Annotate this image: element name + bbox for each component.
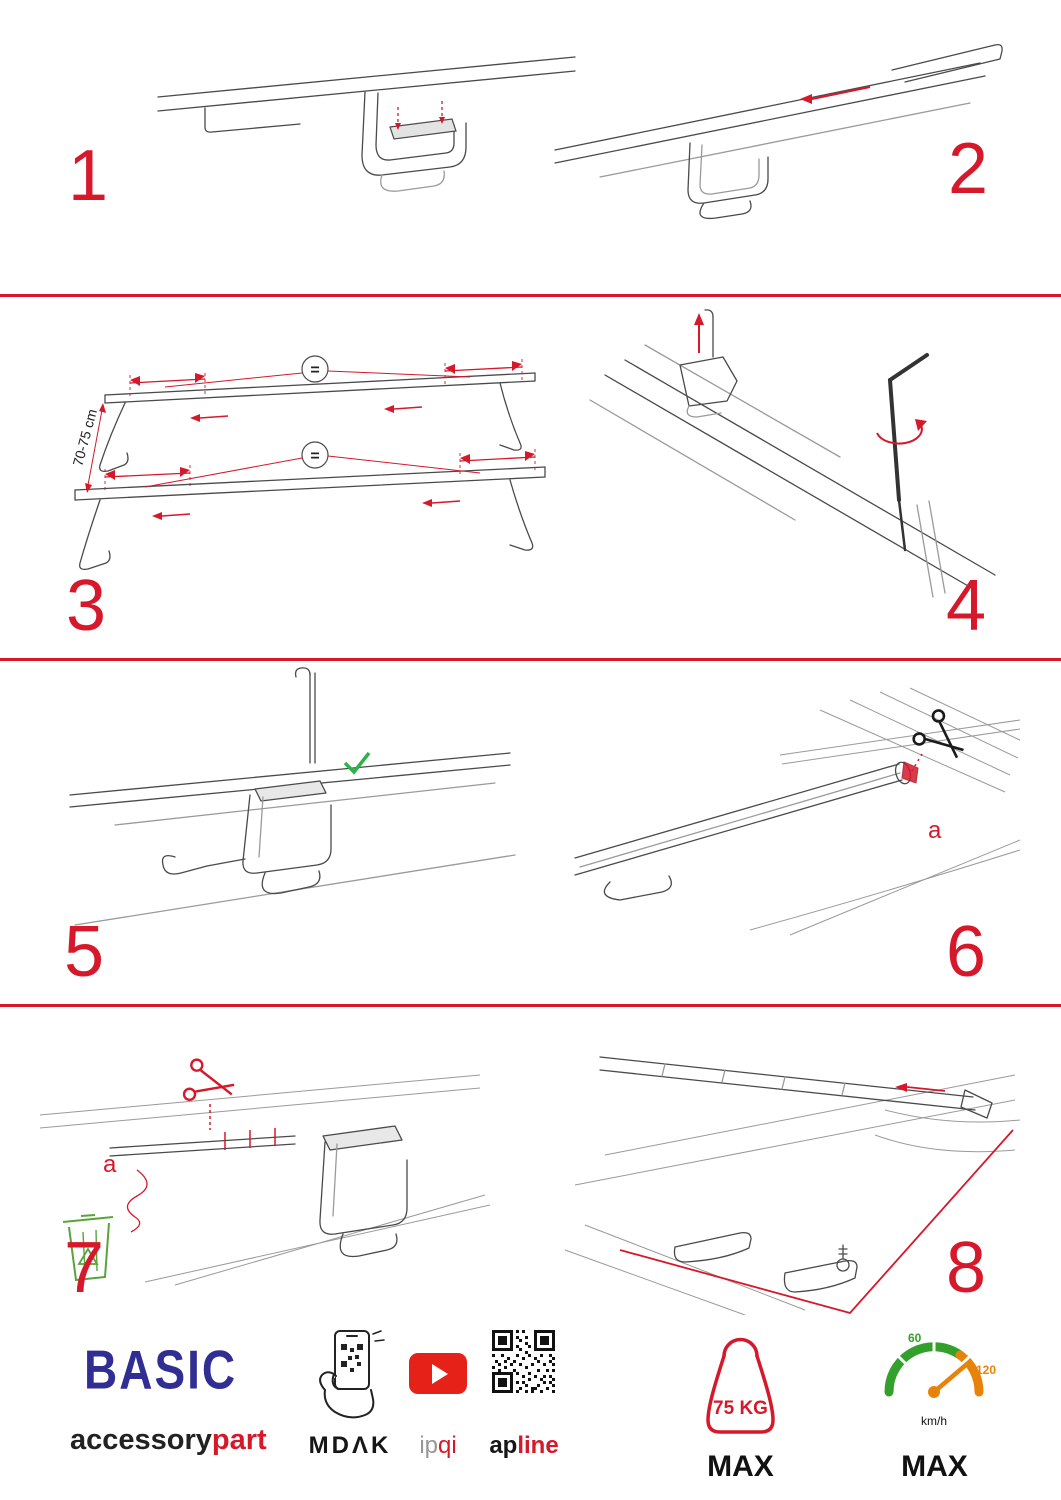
step-2-illustration: [540, 25, 1010, 225]
brand-name-left: accessory: [70, 1424, 212, 1456]
play-icon: [432, 1363, 448, 1384]
step-8-number: 8: [946, 1228, 987, 1308]
recycle-icon: [77, 1247, 99, 1265]
scissors-red-icon: [182, 1058, 235, 1101]
weight-max-label: MAX: [707, 1450, 774, 1483]
weight-icon: 75 KG: [688, 1326, 793, 1440]
step-1-number: 1: [68, 136, 109, 216]
cut-label-a: a: [928, 817, 942, 844]
equal-mark-bottom: =: [310, 448, 319, 465]
brand-logo: BASIC: [84, 1339, 238, 1401]
step-5-number: 5: [64, 912, 105, 992]
brand-name: accessorypart: [70, 1424, 267, 1457]
step-4-illustration: [585, 305, 1015, 635]
separator-2: [0, 658, 1061, 661]
step-7-illustration: a: [25, 1020, 495, 1300]
step-8-illustration: [545, 1015, 1025, 1315]
qr-code-icon: [492, 1330, 555, 1393]
video-channel-label: ipqi: [398, 1432, 478, 1460]
step-6-number: 6: [946, 912, 987, 992]
app-store-label: MDΛK: [308, 1432, 392, 1459]
scissors-icon: [912, 709, 964, 759]
step-6-illustration: a: [550, 680, 1020, 940]
speed-unit-label: km/h: [921, 1414, 947, 1428]
speedometer-icon: 60 120 km/h: [872, 1330, 997, 1435]
phone-qr-icon: [305, 1328, 395, 1424]
step-4-number: 4: [946, 566, 987, 646]
step-3-number: 3: [66, 566, 107, 646]
step-7-number: 7: [64, 1228, 105, 1308]
video-label-left: ip: [419, 1432, 438, 1459]
weight-value: 75 KG: [713, 1398, 768, 1419]
step-2-number: 2: [948, 129, 989, 209]
step-3-illustration: = = 70-75 cm: [30, 315, 560, 585]
speed-low-label: 60: [908, 1331, 922, 1345]
speed-max-label: MAX: [901, 1450, 968, 1483]
qr-brand-label: apline: [478, 1432, 570, 1460]
brand-name-right: part: [211, 1424, 267, 1456]
separator-1: [0, 294, 1061, 297]
qr-label-right: line: [517, 1432, 559, 1459]
cut-label-a: a: [103, 1151, 117, 1178]
step-1-illustration: [150, 35, 580, 275]
needle: [931, 1361, 970, 1395]
video-label-right: qi: [438, 1432, 457, 1459]
step-5-illustration: [55, 665, 525, 945]
equal-mark-top: =: [310, 362, 319, 379]
separator-3: [0, 1004, 1061, 1007]
distance-label: 70-75 cm: [69, 407, 100, 468]
youtube-icon: [409, 1353, 467, 1394]
speed-high-label: 120: [976, 1363, 996, 1377]
qr-label-left: ap: [489, 1432, 518, 1459]
check-icon: [343, 751, 371, 775]
